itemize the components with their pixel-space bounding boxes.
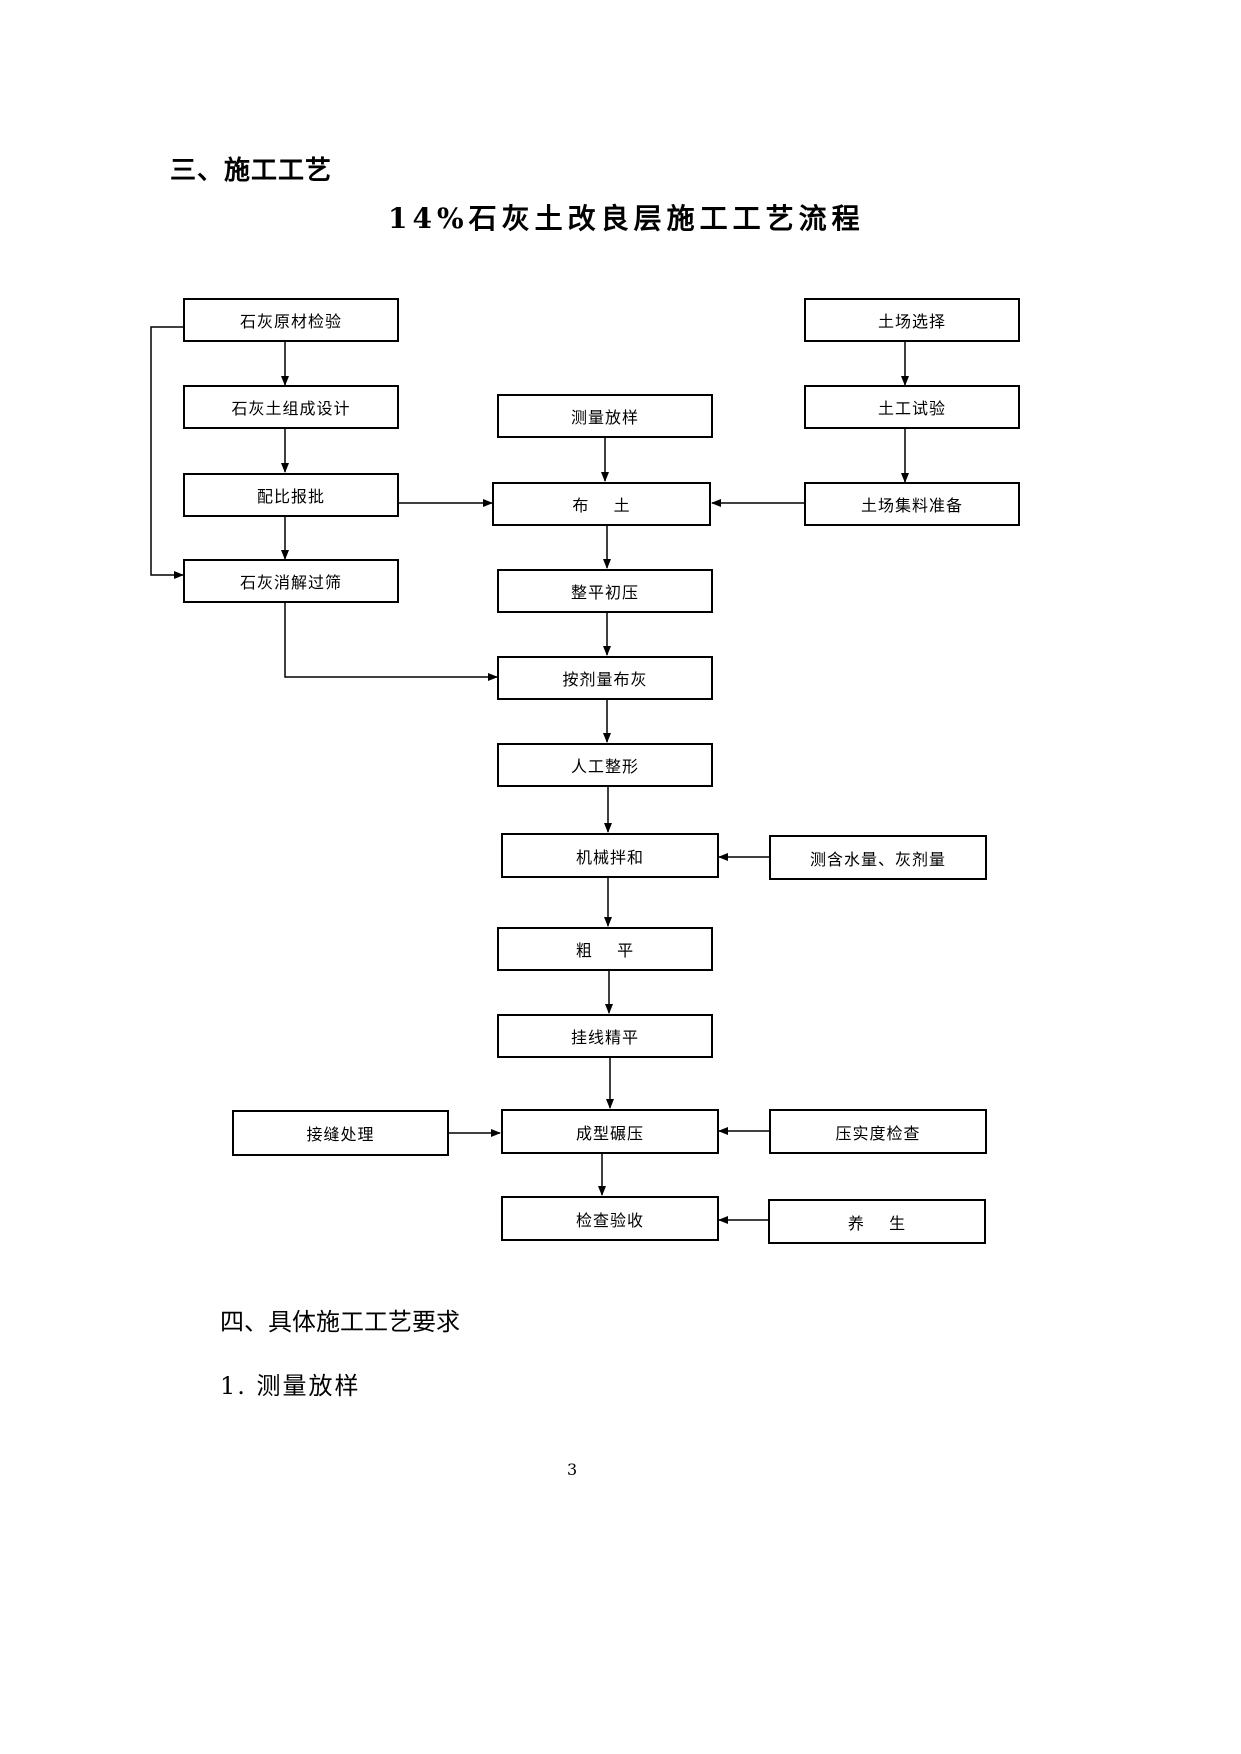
box-final-rolling: 成型碾压 — [501, 1109, 719, 1154]
box-borrow-preparation: 土场集料准备 — [804, 482, 1020, 526]
box-moisture-lime-test: 测含水量、灰剂量 — [769, 835, 987, 880]
box-lime-inspection: 石灰原材检验 — [183, 298, 399, 342]
section-3-heading: 三、施工工艺 — [170, 156, 333, 186]
box-ratio-approval: 配比报批 — [183, 473, 399, 517]
section-4-heading: 四、具体施工工艺要求 — [220, 1308, 460, 1336]
box-mechanical-mixing: 机械拌和 — [501, 833, 719, 878]
box-manual-shaping: 人工整形 — [497, 743, 713, 787]
box-inspection-acceptance: 检查验收 — [501, 1196, 719, 1241]
box-compaction-check: 压实度检查 — [769, 1109, 987, 1154]
box-stringline-leveling: 挂线精平 — [497, 1014, 713, 1058]
box-survey-stakeout: 测量放样 — [497, 394, 713, 438]
box-soil-testing: 土工试验 — [804, 385, 1020, 429]
box-level-initial-compact: 整平初压 — [497, 569, 713, 613]
box-borrow-selection: 土场选择 — [804, 298, 1020, 342]
box-lime-by-dosage: 按剂量布灰 — [497, 656, 713, 700]
box-rough-leveling: 粗 平 — [497, 927, 713, 971]
box-mix-design: 石灰土组成设计 — [183, 385, 399, 429]
flowchart-connectors — [150, 326, 909, 1224]
box-lime-slaking: 石灰消解过筛 — [183, 559, 399, 603]
document-page: 三、施工工艺 14%石灰土改良层施工工艺流程 — [150, 156, 1020, 1479]
connector-lime-inspection-to-lime-slaking — [150, 326, 184, 579]
box-soil-placement: 布 土 — [492, 482, 711, 526]
connector-lime-slaking-to-lime-dosage — [284, 603, 498, 681]
box-curing: 养 生 — [768, 1199, 986, 1244]
flow-title: 14%石灰土改良层施工工艺流程 — [388, 202, 865, 235]
box-joint-treatment: 接缝处理 — [232, 1110, 449, 1156]
page-number: 3 — [567, 1460, 578, 1479]
subsection-survey-stakeout: 1. 测量放样 — [220, 1372, 361, 1400]
